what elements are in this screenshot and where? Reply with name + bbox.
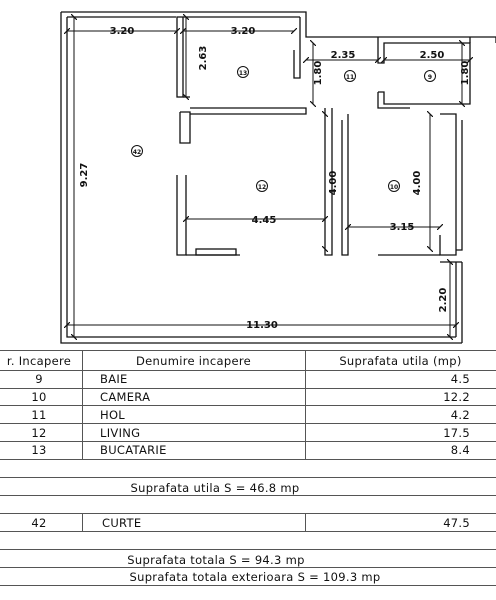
room-marker-curte: 42 (133, 149, 141, 156)
room-marker-hol: 11 (346, 74, 354, 81)
row-nr: 10 (31, 390, 47, 404)
dim-living-width: 4.45 (252, 215, 277, 226)
row-name: CURTE (102, 516, 142, 530)
total-area: Suprafata totala S = 94.3 mp (127, 553, 305, 567)
row-nr: 12 (31, 426, 47, 440)
row-area: 12.2 (443, 390, 470, 404)
row-nr: 11 (31, 408, 47, 422)
dim-baie-height: 1.80 (460, 61, 471, 86)
row-name: BAIE (100, 372, 128, 386)
header-area: Suprafata utila (mp) (339, 354, 462, 368)
dim-bucatarie-height: 2.63 (198, 46, 209, 71)
header-name: Denumire incapere (136, 354, 251, 368)
row-area: 4.2 (450, 408, 470, 422)
room-marker-bucatarie: 13 (239, 70, 247, 77)
floor-plan: 3.20 3.20 2.63 2.35 1.80 2.50 1.80 9.27 … (60, 11, 496, 344)
dim-right-lower: 2.20 (438, 288, 449, 313)
dim-hol-height: 1.80 (313, 61, 324, 86)
row-nr: 42 (31, 516, 47, 530)
dim-top-mid: 3.20 (231, 26, 256, 37)
dim-top-left: 3.20 (110, 26, 135, 37)
row-area: 47.5 (443, 516, 470, 530)
total-exterior-area: Suprafata totala exterioara S = 109.3 mp (129, 570, 381, 584)
walls (60, 11, 496, 344)
row-name: LIVING (100, 426, 141, 440)
row-name: CAMERA (100, 390, 151, 404)
row-area: 8.4 (450, 443, 470, 457)
header-nr: r. Incapere (6, 354, 72, 368)
row-area: 4.5 (450, 372, 470, 386)
dim-living-height: 4.00 (328, 171, 339, 196)
room-markers (131, 66, 436, 192)
room-marker-camera: 10 (390, 184, 398, 191)
dim-curte-height: 9.27 (79, 163, 90, 188)
row-area: 17.5 (443, 426, 470, 440)
dim-camera-height: 4.00 (412, 171, 423, 196)
row-nr: 9 (35, 372, 43, 386)
room-marker-baie: 9 (428, 74, 432, 81)
dim-camera-width: 3.15 (390, 222, 415, 233)
area-table: r. Incapere Denumire incapere Suprafata … (0, 348, 496, 600)
row-name: HOL (100, 408, 126, 422)
dimension-labels: 3.20 3.20 2.63 2.35 1.80 2.50 1.80 9.27 … (79, 26, 471, 331)
dim-baie-width: 2.50 (420, 50, 445, 61)
subtotal-utila: Suprafata utila S = 46.8 mp (130, 481, 300, 495)
row-name: BUCATARIE (100, 443, 167, 457)
dim-hol-width: 2.35 (331, 50, 356, 61)
dim-total-width: 11.30 (246, 320, 278, 331)
room-marker-living: 12 (258, 184, 266, 191)
dimension-lines (67, 17, 470, 337)
row-nr: 13 (31, 443, 47, 457)
room-marker-labels: 13 11 9 42 12 10 (133, 70, 432, 191)
